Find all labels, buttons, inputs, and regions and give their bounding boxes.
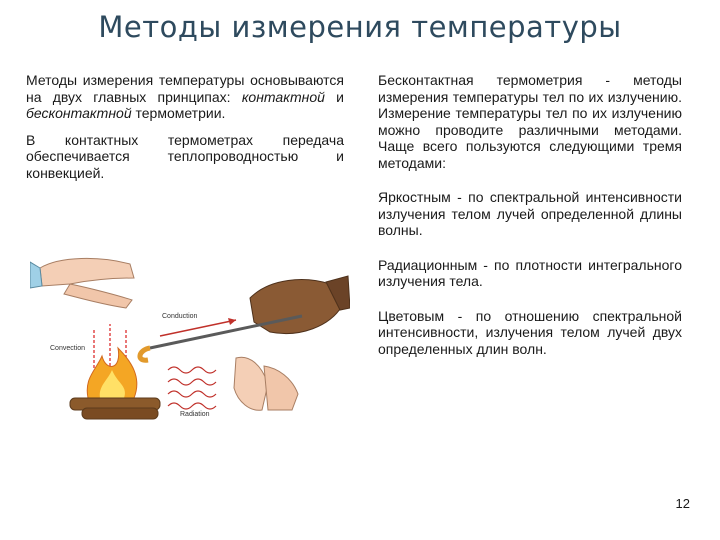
radiation-method: Радиационным - по плотности интегральног… xyxy=(378,256,682,290)
principles-paragraph: Методы измерения температуры основываютс… xyxy=(26,72,344,121)
color-method: Цветовым - по отношению спектральной инт… xyxy=(378,307,682,357)
left-column: Методы измерения температуры основываютс… xyxy=(26,72,344,181)
heat-transfer-illustration: Conduction Convection Radiation xyxy=(30,257,350,420)
page-number: 12 xyxy=(675,496,690,511)
contact-thermometers-paragraph: В контактных термометрах передача обеспе… xyxy=(26,131,344,181)
conduction-label: Conduction xyxy=(162,313,198,320)
rod-hook xyxy=(137,345,151,363)
brightness-method: Яркостным - по спектральной интенсивност… xyxy=(378,189,682,238)
campfire-icon xyxy=(69,346,161,420)
conduction-arrow xyxy=(159,319,237,337)
right-column: Бесконтактная термометрия - методы измер… xyxy=(378,72,682,357)
upper-hand-icon xyxy=(30,257,135,309)
radiation-waves xyxy=(167,366,217,410)
gloved-hand-icon xyxy=(249,275,350,335)
metal-rod xyxy=(149,314,303,350)
lower-hands-icon xyxy=(233,356,299,411)
noncontact-term: бесконтактной xyxy=(26,105,132,121)
radiation-label: Radiation xyxy=(180,411,210,418)
noncontact-intro: Бесконтактная термометрия - методы измер… xyxy=(378,72,682,171)
convection-label: Convection xyxy=(50,345,85,352)
contact-term: контактной xyxy=(241,88,325,105)
slide-title: Методы измерения температуры xyxy=(98,10,622,44)
